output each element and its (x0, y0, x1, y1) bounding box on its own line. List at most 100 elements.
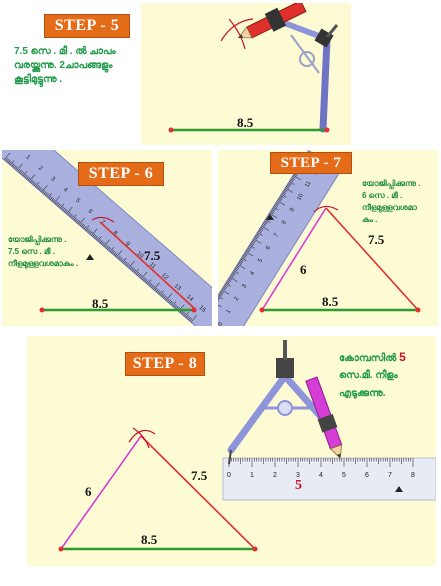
step6-ruler-tick (49, 196, 53, 201)
step6-ruler-number: 13 (173, 283, 182, 292)
step7-ruler-tick (232, 271, 236, 274)
step6-ruler-tick (6, 159, 10, 163)
step6-ruler-tick (152, 285, 155, 289)
step6-ruler-tick (168, 299, 171, 303)
step5-compass-handle (325, 24, 339, 38)
step6-ruler-tick (52, 199, 56, 203)
step6-ruler-tick (171, 301, 177, 307)
step6-ruler-tick (86, 228, 89, 232)
step7-badge: STEP - 7 (270, 152, 352, 174)
step7-ruler-number: 2 (233, 296, 240, 303)
step7-ruler-number: 5 (257, 257, 264, 264)
step6-ruler-tick (153, 282, 160, 290)
step7-ruler-tick (218, 302, 222, 308)
step6-ruler-tick (150, 284, 154, 288)
step6-ruler-tick (101, 241, 104, 245)
step7-ruler-tick (272, 207, 276, 211)
step7-panel: 0123456789101112 STEP - 7 യോജിപ്പിക്കുന്… (218, 150, 438, 326)
step6-ruler-number: 2 (37, 165, 44, 172)
step6-ruler-tick (71, 215, 74, 219)
step5-compass-screw (290, 34, 320, 74)
step6-ruler-tick (104, 244, 108, 248)
step6-ruler-tick (190, 315, 198, 323)
step8-ruler-number: 2 (273, 472, 277, 479)
step7-ruler-tick (287, 183, 291, 187)
step6-ruler-tick (180, 310, 184, 314)
step7-base-point-right (415, 307, 421, 313)
step7-ruler-tick (292, 176, 296, 179)
step7-ruler-tick (218, 296, 220, 300)
step6-ruler-tick (37, 186, 41, 190)
step6-ruler-tick (31, 180, 35, 184)
step7-ruler-tick (250, 242, 255, 245)
step7-figure: 0123456789101112 (218, 150, 421, 326)
step6-ruler-number: 4 (62, 187, 69, 194)
step6-ruler-number: 7 (99, 219, 106, 226)
step6-ruler-tick (162, 294, 165, 298)
step6-ruler-tick (149, 283, 153, 287)
step5-note-line-3: കൂട്ടിമുട്ടുന്നു . (14, 74, 63, 85)
step7-ruler-tick (226, 281, 230, 285)
step7-note-line-1: യോജിപ്പിക്കുന്നു . (362, 179, 421, 188)
step7-ruler-tick (224, 284, 228, 287)
step6-ruler-tick (66, 206, 73, 215)
step5-figure-panel: 8.5 (141, 3, 351, 145)
step7-ruler-number: 7 (273, 232, 280, 239)
step6-ruler: 0123456789101112131415 (2, 150, 212, 326)
step6-ruler-tick (26, 176, 30, 180)
step6-ruler-tick (13, 165, 17, 169)
step6-ruler-tick (7, 160, 11, 164)
step7-ruler-tick (262, 224, 266, 227)
step6-ruler-number: 8 (112, 230, 119, 237)
step5-figure (168, 3, 339, 133)
step6-ruler-tick (188, 317, 191, 321)
step7-ruler-tick (238, 261, 243, 264)
step7-ruler-number: 0 (218, 321, 225, 326)
step6-ruler-tick (77, 220, 81, 224)
step6-ruler-tick (159, 290, 164, 296)
step6-ruler-tick (63, 208, 67, 212)
step6-ruler-number: 11 (148, 262, 157, 271)
step6-ruler-tick (174, 305, 178, 309)
step7-ruler-number: 1 (226, 308, 233, 315)
step7-base-point-left (259, 307, 265, 313)
step6-ruler-tick (170, 301, 174, 306)
step7-side-red (325, 207, 419, 311)
step6-ruler-tick (99, 240, 103, 244)
step7-ruler-tick (238, 262, 242, 265)
step8-note-line-1: കോമ്പസിൽ 5 (339, 350, 406, 366)
step7-arc (313, 205, 339, 213)
step7-ruler-tick (269, 211, 274, 215)
step6-ruler-tick (53, 196, 61, 204)
step6-ruler-tick (35, 182, 40, 188)
step7-ruler-number: 10 (296, 192, 305, 201)
step6-ruler-tick (181, 311, 185, 315)
step7-ruler-number: 11 (304, 180, 313, 189)
step7-ruler-tick (219, 293, 223, 296)
step7-ruler-tick (237, 263, 246, 270)
step7-ruler-number: 6 (265, 245, 272, 252)
step6-ruler-tick (120, 258, 124, 262)
step6-ruler-number: 9 (124, 241, 131, 248)
step6-figure: 0123456789101112131415 (2, 150, 212, 326)
step7-ruler-tick (244, 252, 248, 255)
step7-ruler-tick (223, 285, 228, 288)
step6-ruler-tick (164, 296, 168, 300)
step6-ruler-tick (92, 233, 96, 237)
step7-ruler-tick (222, 288, 226, 291)
step6-ruler-tick (32, 181, 36, 185)
step6-ruler-tick (133, 269, 137, 273)
step6-ruler-tick (142, 277, 145, 281)
step7-ruler-tick (286, 185, 290, 188)
step7-ruler-tick (283, 190, 287, 193)
step8-ruler-number: 3 (296, 472, 300, 479)
step6-ruler-tick (39, 188, 43, 192)
step6-ruler-tick (54, 201, 58, 205)
step8-ruler-number: 5 (342, 472, 346, 479)
step6-ruler-tick (21, 172, 25, 176)
step6-ruler-tick (20, 171, 23, 175)
step7-ruler-tick (281, 193, 287, 198)
step6-ruler-tick (81, 224, 84, 228)
step6-ruler-tick (175, 306, 179, 310)
